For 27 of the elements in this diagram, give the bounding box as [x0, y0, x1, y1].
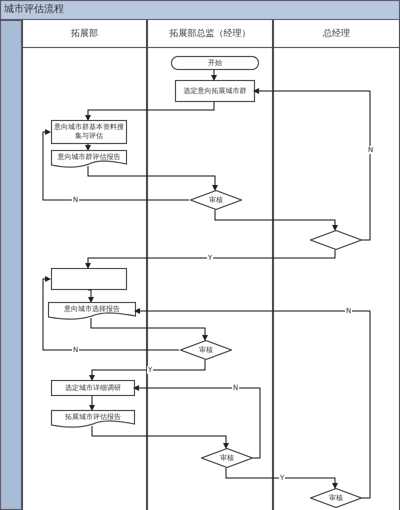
arrow: [88, 166, 218, 191]
arrow: [133, 385, 260, 458]
arrow: [253, 88, 370, 240]
process-box: [51, 268, 127, 290]
decision-diamond: [310, 230, 362, 250]
arrow: [42, 129, 190, 200]
arrow: [89, 360, 206, 381]
swimlane: [273, 20, 400, 510]
lane-header: 拓展部: [23, 20, 146, 48]
arrow: [211, 70, 217, 81]
arrow: [214, 210, 338, 231]
arrow: [134, 308, 370, 498]
swimlane: [147, 20, 273, 510]
arrow: [85, 102, 214, 121]
lane-header: 拓展部总监（经理）: [148, 20, 272, 48]
lane-header: 总经理: [274, 20, 399, 48]
arrow: [226, 468, 338, 489]
title-bar: 城市评估流程: [0, 0, 400, 20]
arrow: [89, 396, 95, 411]
side-band: [0, 20, 22, 510]
arrow: [85, 250, 336, 269]
arrow: [88, 290, 94, 303]
swimlane: [22, 20, 147, 510]
arrow: [90, 318, 208, 341]
arrow: [85, 144, 91, 151]
arrow: [42, 276, 180, 350]
arrow: [92, 426, 229, 449]
